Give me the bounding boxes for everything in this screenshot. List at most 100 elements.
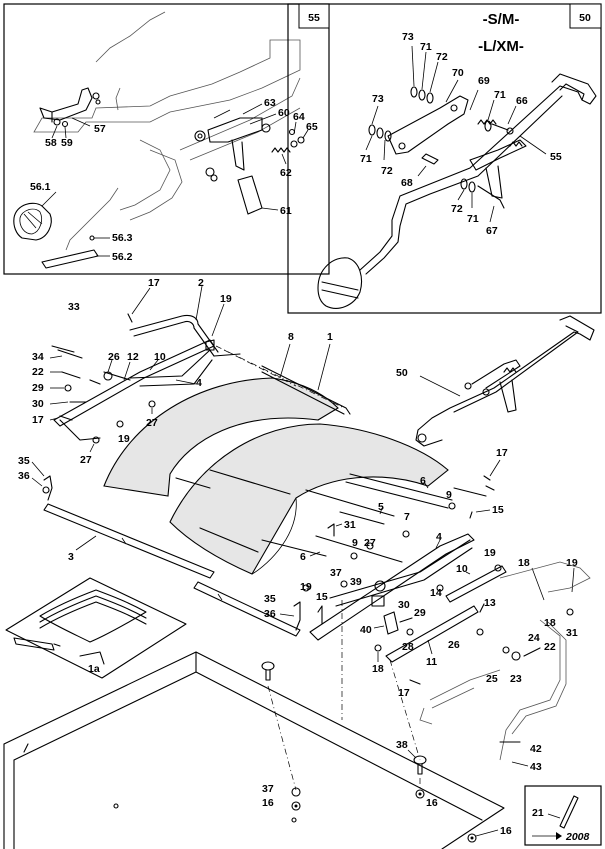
- part-61-grip: [237, 175, 263, 215]
- nut-27b: [92, 436, 100, 444]
- washer-16a: [291, 801, 301, 811]
- nut: [205, 167, 215, 177]
- nut-27a: [148, 400, 156, 408]
- callout-56-2: 56.2: [112, 251, 133, 263]
- callout-m22b: 22: [544, 641, 556, 653]
- callout-m17a: 17: [148, 277, 160, 289]
- callout-60: 60: [278, 107, 290, 119]
- inset-55: 55 57 58 59: [3, 3, 330, 275]
- callout-m24: 24: [528, 632, 540, 644]
- tray: [3, 651, 505, 849]
- nut-27c: [366, 542, 374, 550]
- part-68-pin: [421, 153, 439, 165]
- callout-m10b: 10: [456, 563, 468, 575]
- bolt-35b: [293, 601, 301, 631]
- callout-71b: 71: [494, 89, 506, 101]
- inset-55-number: 55: [308, 12, 320, 24]
- nut-9a: [448, 502, 456, 510]
- callout-m5: 5: [378, 501, 384, 513]
- callout-67: 67: [486, 225, 498, 237]
- callout-m29b: 29: [414, 607, 426, 619]
- cover-sheet-front: [103, 377, 339, 497]
- part-50-handle: [415, 315, 595, 447]
- bolt-22b: [523, 647, 541, 657]
- callout-m12: 12: [127, 351, 139, 363]
- part-40-bracket: [383, 611, 414, 636]
- bolt-17d: [409, 679, 421, 685]
- callout-m2: 2: [198, 277, 204, 289]
- tube-assembly: [175, 345, 487, 563]
- callout-72c: 72: [451, 203, 463, 215]
- bolt-35a: [43, 475, 53, 501]
- callout-57: 57: [94, 123, 106, 135]
- callout-m7: 7: [404, 511, 410, 523]
- revision-inset: 21 2008: [524, 785, 602, 846]
- bolt-17c: [483, 475, 491, 481]
- knob-19a: [205, 339, 215, 351]
- spacer-7: [402, 530, 410, 538]
- rod-33: [51, 345, 75, 353]
- screw-15b: [317, 605, 323, 625]
- callout-m4a: 4: [196, 377, 202, 389]
- variant-label-1: -S/M-: [483, 11, 520, 28]
- revision-part-label: 21: [532, 807, 544, 819]
- reflector-disc: [317, 257, 363, 309]
- callout-m43: 43: [530, 761, 542, 773]
- callout-66: 66: [516, 95, 528, 107]
- callout-m26b: 26: [448, 639, 460, 651]
- part-1-cover-sheets: [103, 377, 449, 575]
- callout-62: 62: [280, 167, 292, 179]
- washer-25: [511, 651, 521, 661]
- washer: [210, 174, 218, 182]
- part-4-right-arm: [309, 533, 507, 641]
- handle-ghost-lower: [419, 561, 591, 761]
- callout-m1: 1: [327, 331, 333, 343]
- callout-m6a: 6: [420, 475, 426, 487]
- nut-9b: [350, 552, 358, 560]
- callout-56-3: 56.3: [112, 232, 133, 244]
- bolt-66: [491, 123, 509, 131]
- part-60-bracket: [194, 109, 271, 171]
- sleeve-26b: [476, 628, 484, 636]
- callout-m10a: 10: [154, 351, 166, 363]
- nut-18c: [566, 608, 574, 616]
- part-57-clamp: [39, 87, 101, 128]
- handlebar-ghost: [33, 11, 301, 251]
- callout-m27b: 27: [80, 454, 92, 466]
- washer-71b: [484, 120, 492, 132]
- callout-m30b: 30: [398, 599, 410, 611]
- part-1a-kit: [5, 577, 187, 679]
- callout-m37a: 37: [330, 567, 342, 579]
- cover-sheet-rear: [169, 423, 449, 575]
- callout-71c: 71: [360, 153, 372, 165]
- callout-m38: 38: [396, 739, 408, 751]
- callout-73a: 73: [402, 31, 414, 43]
- callout-m15b: 15: [316, 591, 328, 603]
- part-55-handle-tube: [359, 73, 597, 275]
- callout-59: 59: [61, 137, 73, 149]
- callout-63: 63: [264, 97, 276, 109]
- screw-15a: [469, 511, 473, 519]
- callout-65: 65: [306, 121, 318, 133]
- washer-29a: [64, 384, 72, 392]
- washers-middle: [368, 124, 392, 142]
- washer-16c: [467, 833, 477, 843]
- callout-m40: 40: [360, 624, 372, 636]
- callout-m37b: 37: [262, 783, 274, 795]
- part-3-left-rail: [43, 503, 215, 579]
- part-69: [477, 119, 497, 125]
- callout-m3: 3: [68, 551, 74, 563]
- revision-frame: [524, 785, 602, 846]
- part-56-3-screw: [89, 235, 95, 241]
- washer-16b: [415, 789, 425, 799]
- callout-72b: 72: [381, 165, 393, 177]
- callout-69: 69: [478, 75, 490, 87]
- callout-68: 68: [401, 177, 413, 189]
- inset-50-number-box: [569, 3, 602, 29]
- callout-m30a: 30: [32, 398, 44, 410]
- callout-m9a: 9: [446, 489, 452, 501]
- washers-top: [410, 86, 434, 104]
- callout-m17b: 17: [32, 414, 44, 426]
- callout-m19a: 19: [220, 293, 232, 305]
